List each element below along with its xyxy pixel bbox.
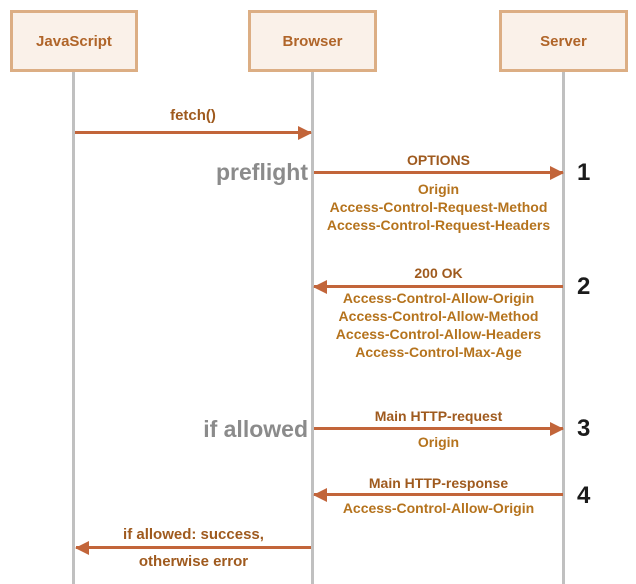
header-line: Access-Control-Request-Method — [329, 199, 548, 215]
actor-label-server: Server — [540, 32, 587, 50]
message-main-request-headers: Origin — [314, 433, 563, 451]
arrow-main-response — [313, 488, 563, 502]
actor-label-browser: Browser — [282, 32, 343, 50]
arrowhead-left-icon — [75, 541, 89, 555]
step-number-1: 1 — [577, 159, 591, 186]
arrowhead-right-icon — [550, 166, 564, 180]
arrow-main-request — [314, 422, 564, 436]
message-main-request-label: Main HTTP-request — [374, 408, 503, 424]
lifeline-browser — [311, 72, 314, 584]
header-line: Access-Control-Max-Age — [355, 344, 522, 360]
arrowhead-left-icon — [313, 280, 327, 294]
arrowhead-left-icon — [313, 488, 327, 502]
arrowhead-right-icon — [298, 126, 312, 140]
message-fetch-label: fetch() — [170, 107, 216, 124]
message-200-ok-headers: Access-Control-Allow-Origin Access-Contr… — [314, 289, 563, 361]
actor-box-javascript: JavaScript — [10, 10, 138, 72]
header-line: Access-Control-Allow-Origin — [342, 500, 535, 516]
message-200-ok-label: 200 OK — [414, 265, 463, 281]
step-number-2: 2 — [577, 273, 591, 300]
arrow-fetch — [75, 126, 312, 140]
lifeline-server — [562, 72, 565, 584]
step-number-3: 3 — [577, 415, 591, 442]
message-options-label: OPTIONS — [406, 152, 470, 168]
step-number-4: 4 — [577, 482, 591, 509]
message-main-response-label: Main HTTP-response — [368, 475, 509, 491]
arrow-options — [314, 166, 564, 180]
header-line: Origin — [417, 181, 460, 197]
header-line: Access-Control-Allow-Method — [338, 308, 539, 324]
message-result-label-line2: otherwise error — [138, 553, 249, 570]
header-line: Access-Control-Allow-Origin — [342, 290, 535, 306]
header-line: Access-Control-Request-Headers — [326, 217, 551, 233]
arrowhead-right-icon — [550, 422, 564, 436]
message-main-response-headers: Access-Control-Allow-Origin — [314, 499, 563, 517]
lifeline-javascript — [72, 72, 75, 584]
message-result-label-line1: if allowed: success, — [123, 526, 264, 543]
annotation-preflight: preflight — [216, 159, 308, 185]
actor-box-server: Server — [499, 10, 628, 72]
header-line: Access-Control-Allow-Headers — [335, 326, 542, 342]
actor-box-browser: Browser — [248, 10, 377, 72]
arrow-200-ok — [313, 280, 563, 294]
arrow-result — [75, 541, 311, 555]
annotation-if-allowed: if allowed — [203, 416, 308, 442]
header-line: Origin — [417, 434, 460, 450]
actor-label-javascript: JavaScript — [36, 32, 112, 50]
message-options-headers: Origin Access-Control-Request-Method Acc… — [314, 180, 563, 234]
